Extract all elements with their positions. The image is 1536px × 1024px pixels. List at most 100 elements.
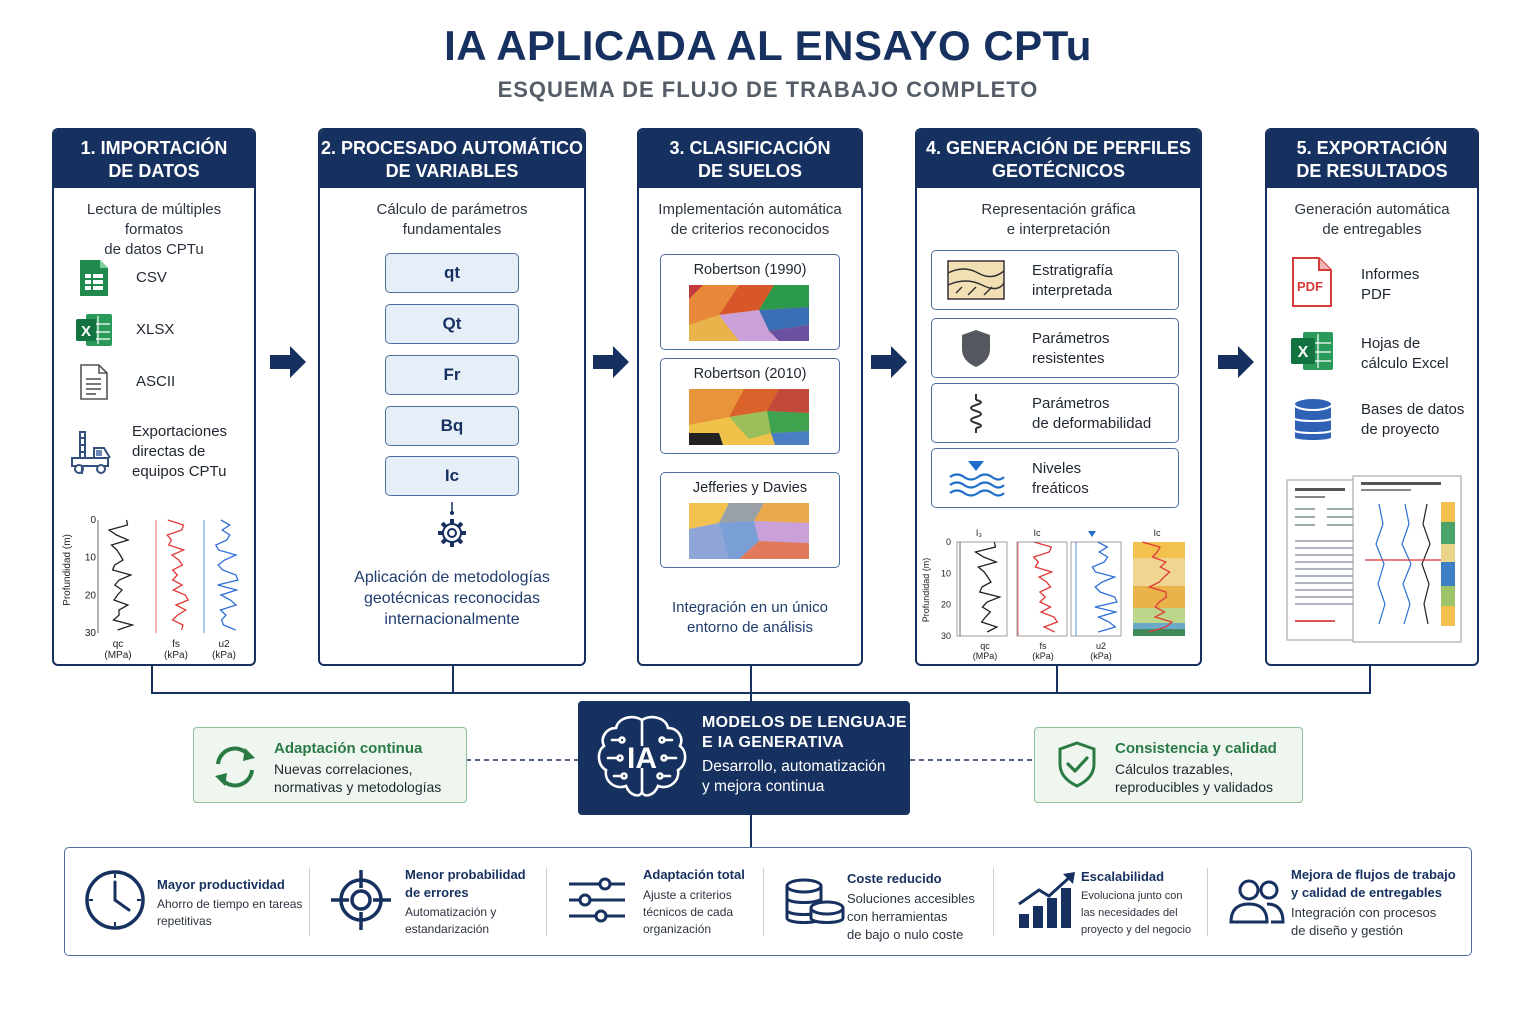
param-Bq: Bq: [385, 406, 519, 446]
users-icon: [1229, 879, 1285, 924]
step-title-line: GEOTÉCNICOS: [991, 161, 1125, 181]
ia-sub-line: y mejora continua: [702, 778, 825, 795]
step-description: Cálculo de parámetros fundamentales: [328, 200, 576, 240]
benefit-separator: [546, 868, 547, 936]
profile-item-stratigraphy: Estratigrafía interpretada: [931, 250, 1179, 310]
chart-series-name: qc: [980, 641, 990, 651]
equip-line: directas de: [132, 443, 206, 460]
step-description: Generación automática de entregables: [1275, 200, 1469, 240]
chart-tick-label: 30: [85, 628, 97, 639]
profile-item-deformability: Parámetros de deformabilidad: [931, 383, 1179, 443]
coins-icon: [785, 878, 845, 924]
chart-tick-label: 30: [941, 631, 951, 641]
step-footer: Aplicación de metodologías geotécnicas r…: [330, 567, 574, 630]
benefit-workflow-quality: Mejora de flujos de trabajo y calidad de…: [1225, 848, 1465, 957]
benefit-desc-line: Ajuste a criterios: [643, 888, 732, 902]
output-label: Informes PDF: [1361, 265, 1419, 305]
connector-line: [151, 666, 153, 693]
continuous-adaptation-box: Adaptación continua Nuevas correlaciones…: [193, 727, 467, 803]
desc-line: de datos CPTu: [104, 241, 204, 258]
format-xlsx: X XLSX: [74, 310, 174, 350]
benefit-desc-line: repetitivas: [157, 914, 212, 928]
connector-line: [750, 666, 752, 702]
step-title-line: 3. CLASIFICACIÓN: [669, 138, 831, 158]
benefits-strip: Mayor productividad Ahorro de tiempo en …: [64, 847, 1472, 956]
item-line: de deformabilidad: [1032, 415, 1152, 432]
cpt-truck-icon: [68, 428, 118, 476]
connector-line: [750, 815, 752, 848]
growth-chart-icon: [1018, 872, 1075, 928]
ai-brain-icon: IA: [597, 715, 687, 797]
connector-line: [452, 666, 454, 692]
foot-line: geotécnicas reconocidas: [363, 590, 541, 607]
format-label: CSV: [136, 269, 167, 286]
excel-badge: X: [1298, 344, 1309, 361]
equip-line: equipos CPTu: [132, 463, 227, 480]
spring-icon: [970, 394, 982, 433]
dashed-connector: [466, 759, 578, 761]
refresh-icon: [215, 746, 255, 788]
benefit-desc-line: estandarización: [405, 922, 490, 936]
flow-arrow: [871, 346, 907, 378]
item-line: Niveles: [1032, 460, 1082, 477]
benefit-separator: [309, 868, 310, 936]
chart-tick-label: 10: [85, 553, 97, 564]
step-title-line: 5. EXPORTACIÓN: [1296, 138, 1448, 158]
side-line: Cálculos trazables,: [1115, 761, 1234, 777]
chart-series-name: fs: [172, 639, 180, 650]
chart-series-name: u2: [218, 639, 230, 650]
step-title-line: 1. IMPORTACIÓN: [80, 138, 228, 158]
foot-line: Integración en un único: [672, 599, 828, 616]
step-header: 3. CLASIFICACIÓN DE SUELOS: [639, 130, 861, 188]
benefit-desc-line: Soluciones accesibles: [847, 891, 975, 906]
step-header: 5. EXPORTACIÓN DE RESULTADOS: [1267, 130, 1477, 188]
benefit-desc-line: Integración con procesos: [1291, 905, 1437, 920]
foot-line: entorno de análisis: [687, 619, 813, 636]
profile-item-label: Niveles freáticos: [1032, 459, 1089, 499]
criterion-title: Robertson (1990): [693, 262, 807, 278]
text-file-icon: [74, 362, 114, 402]
benefit-title-line: Coste reducido: [847, 871, 942, 886]
profile-item-label: Estratigrafía interpretada: [1032, 261, 1113, 301]
criterion-title: Robertson (2010): [693, 366, 807, 382]
chart-panel-frame: [956, 541, 1008, 637]
chart-ylabel: Profundidad (m): [62, 534, 73, 606]
step-geotech-profiles: 4. GENERACIÓN DE PERFILES GEOTÉCNICOS Re…: [915, 128, 1202, 666]
flow-arrow: [270, 346, 306, 378]
chart-series-name: fs: [1039, 641, 1047, 651]
chart-ylabel: Profundidad (m): [921, 558, 931, 623]
benefit-desc-line: técnicos de cada: [643, 905, 734, 919]
chart-tick-label: 20: [941, 600, 951, 610]
equip-line: Exportaciones: [132, 423, 228, 440]
desc-line: Cálculo de parámetros: [376, 201, 528, 218]
benefit-title: Escalabilidad: [1081, 868, 1164, 886]
target-icon: [331, 870, 391, 930]
profile-item-label: Parámetros resistentes: [1032, 329, 1110, 369]
param-Fr: Fr: [385, 355, 519, 395]
side-line: Nuevas correlaciones,: [274, 761, 413, 777]
step-import-data: 1. IMPORTACIÓN DE DATOS Lectura de múlti…: [52, 128, 256, 666]
ia-core-box: IA MODELOS DE LENGUAJE E IA GENERATIVA D…: [578, 701, 910, 815]
benefit-title-line: Adaptación total: [643, 867, 745, 882]
benefit-separator: [993, 868, 994, 936]
item-line: Estratigrafía: [1032, 262, 1113, 279]
benefit-title-line: Escalabilidad: [1081, 869, 1165, 884]
side-title: Adaptación continua: [274, 740, 423, 757]
flow-arrow: [593, 346, 629, 378]
chart-series-name: u2: [1096, 641, 1106, 651]
step-title-line: DE SUELOS: [697, 161, 803, 181]
profile-item-label: Parámetros de deformabilidad: [1032, 394, 1151, 434]
benefit-desc-line: Ahorro de tiempo en tareas: [157, 897, 303, 911]
chart-panel-label: I₃: [976, 528, 983, 538]
chart-series-unit: (MPa): [973, 651, 998, 661]
database-icon: [1293, 397, 1333, 442]
benefit-title: Menor probabilidad de errores: [405, 866, 526, 902]
clock-icon: [85, 870, 145, 930]
benefit-desc-line: proyecto y del negocio: [1081, 924, 1192, 936]
benefit-desc-line: organización: [643, 922, 712, 936]
flow-arrow: [1218, 346, 1254, 378]
ia-subtitle: Desarrollo, automatización y mejora cont…: [702, 757, 886, 797]
benefit-desc-line: las necesidades del: [1081, 907, 1178, 919]
item-line: Parámetros: [1032, 395, 1110, 412]
